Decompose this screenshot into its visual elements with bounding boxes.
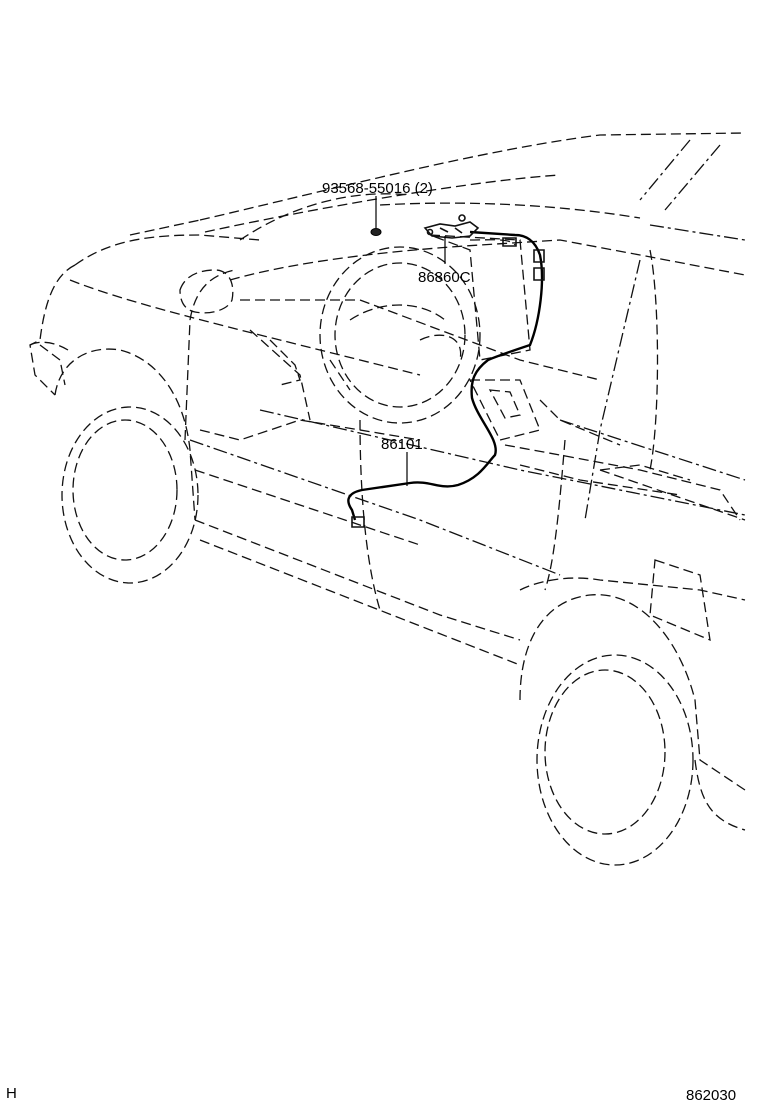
harness-connector-mid-2 xyxy=(533,267,545,281)
part-label-screw: 93568-55016 (2) xyxy=(322,180,433,197)
interior-outline xyxy=(179,234,746,521)
part-label-wire: 86101 xyxy=(381,436,423,453)
screw-part xyxy=(370,228,382,236)
leader-lines xyxy=(375,196,446,486)
part-label-microphone: 86860C xyxy=(418,269,471,286)
microphone-assembly xyxy=(423,214,480,239)
harness-connector-end xyxy=(351,516,365,528)
wiring-harness xyxy=(347,230,545,528)
harness-connector-top xyxy=(502,237,517,247)
microphone-body xyxy=(423,221,480,239)
figure-number: 862030 xyxy=(686,1087,736,1104)
vehicle-body-outline xyxy=(29,132,746,866)
corner-code-left: H xyxy=(6,1085,17,1102)
harness-wire xyxy=(347,230,544,521)
harness-connector-mid-1 xyxy=(533,249,545,263)
